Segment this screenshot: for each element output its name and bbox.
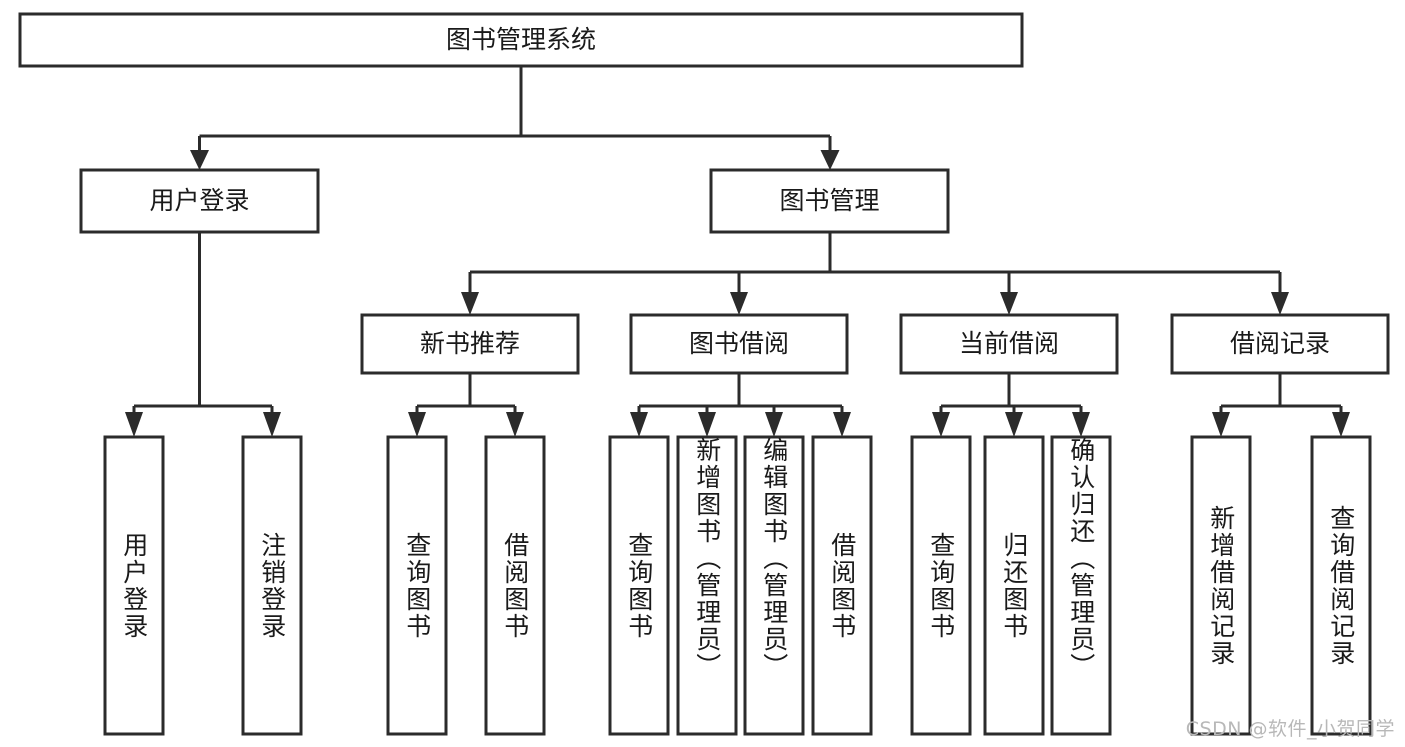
node-root[interactable]: 图书管理系统	[18, 12, 1024, 68]
arrowhead-leaf-add-borrow-record	[1212, 412, 1230, 437]
node-book-borrow-label: 图书借阅	[689, 329, 789, 358]
node-user-login-label: 用户登录	[149, 186, 249, 215]
arrowhead-book-management	[820, 150, 840, 170]
arrowhead-leaf-borrow-book	[833, 412, 851, 437]
leaf-box-user-logout[interactable]	[241, 435, 303, 736]
node-book-management-box[interactable]	[709, 168, 950, 234]
arrowhead-book-borrow	[730, 292, 748, 315]
node-borrow-record-label: 借阅记录	[1230, 329, 1330, 358]
arrowhead-leaf-edit-book-admin	[765, 412, 783, 437]
node-book-borrow[interactable]: 图书借阅	[629, 313, 849, 375]
arrowhead-leaf-query-borrow-record	[1332, 412, 1350, 437]
arrowhead-new-book-recommend	[461, 292, 479, 315]
csdn-watermark: CSDN @软件_小贺同学	[1185, 718, 1395, 740]
node-current-borrow-box[interactable]	[899, 313, 1119, 375]
node-root-box[interactable]	[18, 12, 1024, 68]
node-borrow-record-box[interactable]	[1170, 313, 1390, 375]
arrowhead-current-borrow	[1000, 292, 1018, 315]
leaf-box-user-login[interactable]	[103, 435, 165, 736]
leaf-box-borrow-book-recommend[interactable]	[484, 435, 546, 736]
node-book-management[interactable]: 图书管理	[709, 168, 950, 234]
leaf-box-return-book[interactable]	[983, 435, 1045, 736]
arrowhead-leaf-user-login	[125, 412, 143, 437]
node-user-login-box[interactable]	[79, 168, 320, 234]
arrowhead-leaf-query-book-current	[932, 412, 950, 437]
node-book-management-label: 图书管理	[779, 186, 879, 215]
arrowhead-leaf-return-book	[1005, 412, 1023, 437]
arrowhead-leaf-confirm-return-admin	[1072, 412, 1090, 437]
arrowhead-leaf-borrow-book-recommend	[506, 412, 524, 437]
leaf-box-layer	[103, 435, 1372, 736]
leaf-box-query-book-borrow[interactable]	[608, 435, 670, 736]
arrowhead-user-login	[190, 150, 209, 170]
node-borrow-record[interactable]: 借阅记录	[1170, 313, 1390, 375]
leaf-box-query-borrow-record[interactable]	[1310, 435, 1372, 736]
leaf-box-add-book-admin[interactable]	[676, 435, 738, 736]
node-new-book-recommend-label: 新书推荐	[420, 329, 520, 358]
arrowhead-leaf-query-book-recommend	[408, 412, 426, 437]
leaf-box-add-borrow-record[interactable]	[1190, 435, 1252, 736]
leaf-box-borrow-book[interactable]	[811, 435, 873, 736]
node-new-book-recommend[interactable]: 新书推荐	[360, 313, 580, 375]
leaf-box-confirm-return-admin[interactable]	[1050, 435, 1112, 736]
node-new-book-recommend-box[interactable]	[360, 313, 580, 375]
leaf-box-query-book-current[interactable]	[910, 435, 972, 736]
arrowhead-borrow-record	[1271, 292, 1289, 315]
arrowhead-leaf-query-book-borrow	[630, 412, 648, 437]
leaf-box-query-book-recommend[interactable]	[386, 435, 448, 736]
node-current-borrow-label: 当前借阅	[959, 329, 1059, 358]
connector-layer	[125, 66, 1350, 437]
arrowhead-leaf-user-logout	[263, 412, 281, 437]
node-root-label: 图书管理系统	[446, 25, 596, 54]
leaf-box-edit-book-admin[interactable]	[743, 435, 805, 736]
node-current-borrow[interactable]: 当前借阅	[899, 313, 1119, 375]
arrowhead-leaf-add-book-admin	[698, 412, 716, 437]
node-book-borrow-box[interactable]	[629, 313, 849, 375]
node-user-login[interactable]: 用户登录	[79, 168, 320, 234]
